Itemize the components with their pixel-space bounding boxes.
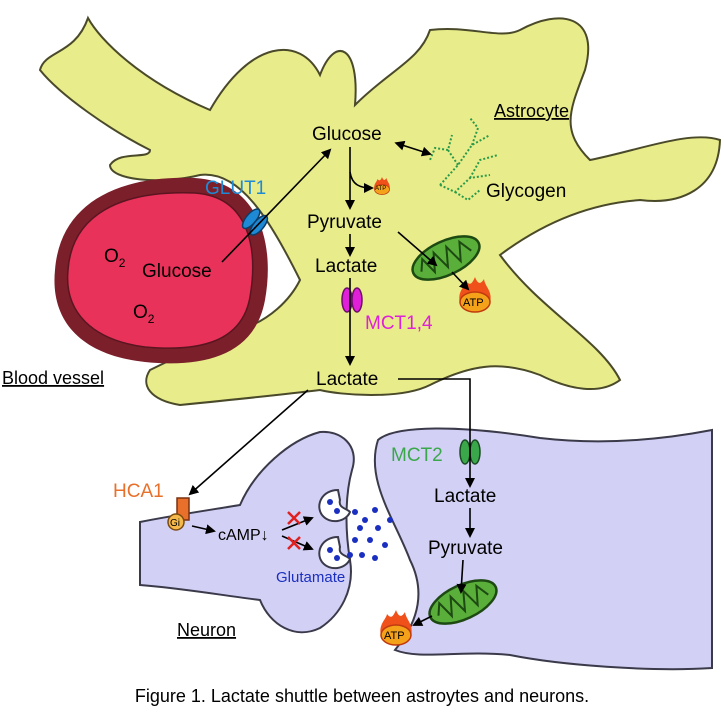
arrow-camp-to-vesicle-top [281, 516, 314, 531]
mct2-label: MCT2 [391, 445, 443, 466]
arrow-lactate-to-mct2 [398, 378, 475, 488]
mct14-label: MCT1,4 [365, 313, 433, 334]
atp-label: ATP [463, 297, 484, 309]
arrow-mito-to-atp-neuron [412, 615, 433, 626]
o2-label: O2 [133, 302, 155, 326]
glut1-label: GLUT1 [205, 178, 266, 199]
vesicle-icon [318, 488, 352, 523]
arrow-pyruvate-to-mito [397, 231, 438, 267]
arrow-gi-to-camp [191, 524, 216, 535]
arrow-lactate-to-hca1 [188, 389, 309, 496]
glucose-blood-label: Glucose [142, 261, 212, 282]
lactate-extracellular-label: Lactate [316, 369, 378, 390]
glutamate-label: Glutamate [276, 569, 345, 586]
blood-vessel-label: Blood vessel [2, 368, 104, 388]
presynaptic-neuron [139, 430, 355, 634]
pyruvate-neuron-label: Pyruvate [428, 538, 503, 559]
pyruvate-astro-label: Pyruvate [307, 212, 382, 233]
camp-label: cAMP↓ [218, 527, 269, 544]
neuron-label: Neuron [177, 620, 236, 640]
astrocyte-label: Astrocyte [494, 101, 569, 121]
vesicle-icon [318, 535, 352, 570]
glycogen-icon [429, 117, 499, 202]
figure-caption: Figure 1. Lactate shuttle between astroy… [134, 686, 590, 706]
glycogen-label: Glycogen [486, 181, 566, 202]
blood-vessel [54, 177, 268, 364]
lactate-neuron-label: Lactate [434, 486, 496, 507]
gi-label: Gi [170, 518, 180, 529]
arrow-glucose-glycogen [394, 140, 432, 157]
gi-protein [167, 513, 185, 531]
lactate-astro-label: Lactate [315, 256, 377, 277]
arrow-camp-to-vesicle-bottom [281, 535, 314, 551]
hca1-label: HCA1 [113, 481, 164, 502]
glutamate-dots [347, 507, 393, 561]
atp-label: ATP [384, 630, 405, 642]
inhibition-mark [287, 511, 301, 550]
arrow-mito-to-atp [451, 271, 470, 291]
arrow-blood-glucose-to-astro [221, 148, 332, 263]
astrocyte-cell [38, 15, 722, 407]
arrow-glucose-to-atp [349, 171, 374, 193]
atp-label: ATP [375, 186, 386, 192]
arrow-pyruvate-to-mito-neuron [456, 559, 467, 594]
o2-label: O2 [104, 246, 126, 270]
glucose-astro-label: Glucose [312, 124, 382, 145]
